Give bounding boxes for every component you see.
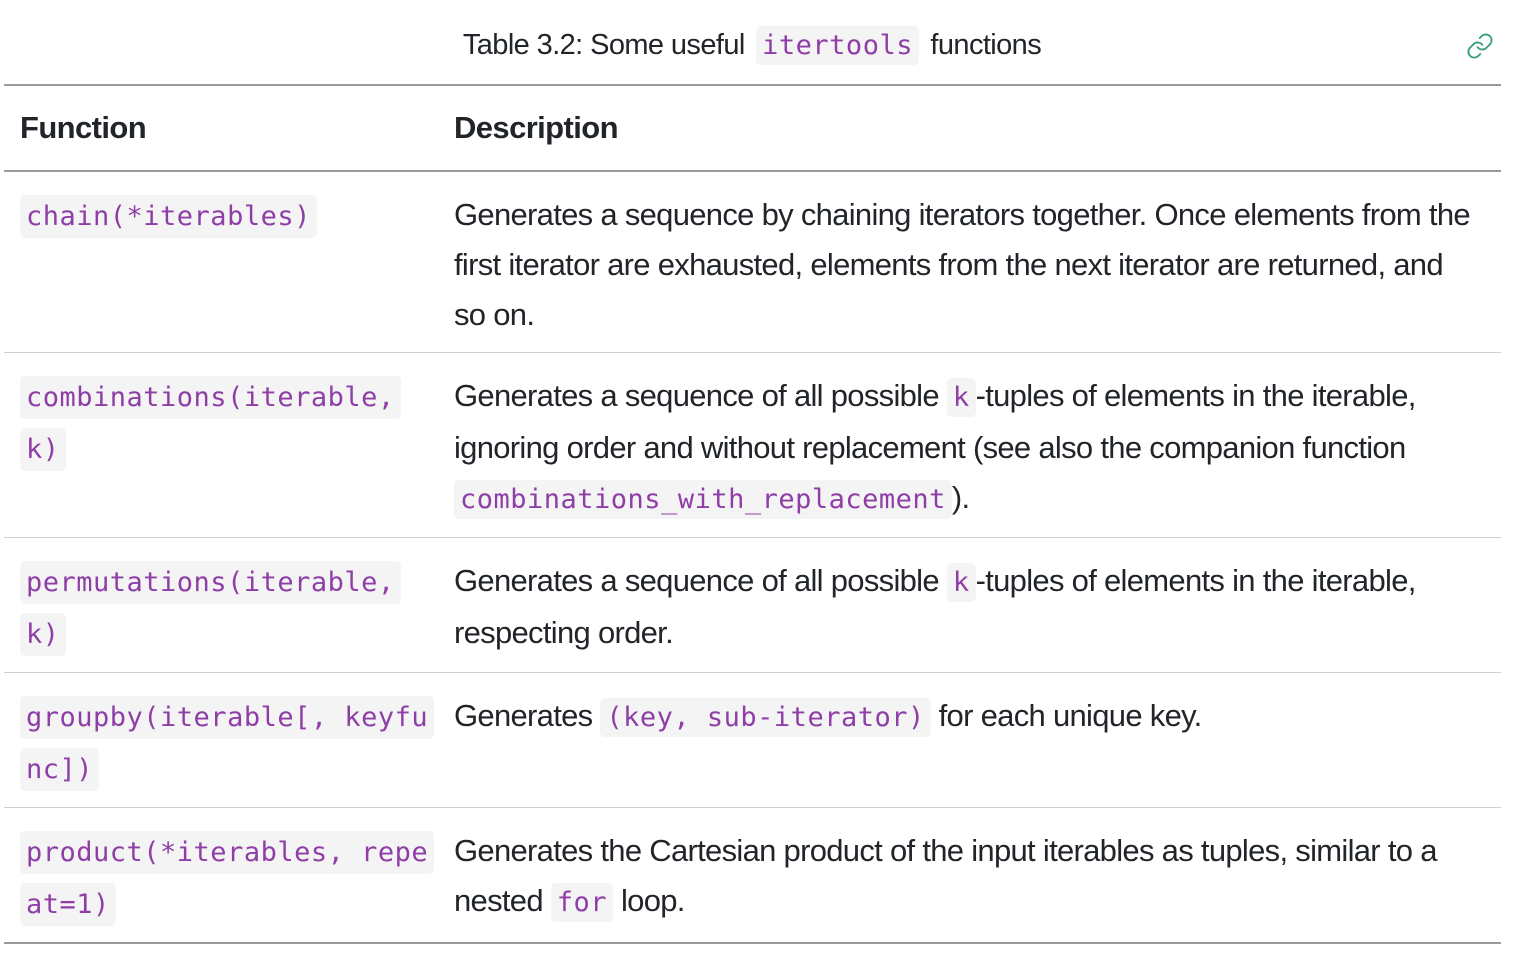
header-description: Description — [454, 110, 619, 145]
function-cell: permutations(iterable, k) — [4, 538, 438, 673]
table-caption: Table 3.2: Some useful itertools functio… — [0, 24, 1504, 67]
description-text: Generates the Cartesian product of the i… — [454, 833, 1437, 918]
function-signature: chain(*iterables) — [20, 195, 317, 238]
table-body: chain(*iterables) Generates a sequence by… — [4, 171, 1501, 943]
description-text: Generates a sequence of all possible — [454, 378, 947, 413]
itertools-table: Function Description chain(*iterables) Ge… — [4, 84, 1501, 944]
inline-code: (key, sub-iterator) — [600, 698, 931, 737]
table-row: permutations(iterable, k) Generates a seq… — [4, 538, 1501, 673]
function-cell: chain(*iterables) — [4, 171, 438, 353]
description-text: ). — [951, 480, 970, 515]
description-cell: Generates the Cartesian product of the i… — [438, 808, 1501, 944]
inline-code: for — [550, 883, 614, 922]
description-cell: Generates (key, sub-iterator) for each u… — [438, 673, 1501, 808]
function-signature: product(*iterables, repeat=1) — [20, 831, 435, 926]
function-cell: combinations(iterable, k) — [4, 353, 438, 538]
description-cell: Generates a sequence of all possible k-t… — [438, 353, 1501, 538]
table-row: combinations(iterable, k) Generates a seq… — [4, 353, 1501, 538]
function-signature: combinations(iterable, k) — [20, 376, 401, 471]
description-text: Generates — [454, 698, 601, 733]
description-text: Generates a sequence by chaining iterato… — [454, 197, 1471, 332]
caption-prefix: Table 3.2: Some useful — [462, 29, 753, 61]
function-cell: product(*iterables, repeat=1) — [4, 808, 438, 944]
function-signature: groupby(iterable[, keyfunc]) — [20, 696, 435, 791]
description-text: for each unique key. — [930, 698, 1203, 733]
table-row: chain(*iterables) Generates a sequence by… — [4, 171, 1501, 353]
description-text: -tuples of elements in the iterable, ign… — [454, 378, 1416, 465]
inline-code: k — [946, 378, 976, 417]
table-row: groupby(iterable[, keyfunc])Generates (k… — [4, 673, 1501, 808]
caption-code: itertools — [756, 26, 919, 65]
inline-code: k — [946, 563, 976, 602]
caption-suffix: functions — [922, 29, 1042, 61]
description-cell: Generates a sequence by chaining iterato… — [438, 171, 1501, 353]
description-text: -tuples of elements in the iterable, res… — [454, 563, 1416, 650]
function-cell: groupby(iterable[, keyfunc]) — [4, 673, 438, 808]
header-function: Function — [20, 110, 147, 145]
description-text: Generates a sequence of all possible — [454, 563, 947, 598]
inline-code: combinations_with_replacement — [454, 480, 952, 519]
link-icon[interactable] — [1466, 32, 1494, 60]
table-row: product(*iterables, repeat=1)Generates t… — [4, 808, 1501, 944]
description-text: loop. — [613, 883, 685, 918]
description-cell: Generates a sequence of all possible k-t… — [438, 538, 1501, 673]
table-header-row: Function Description — [4, 85, 1501, 171]
function-signature: permutations(iterable, k) — [20, 561, 401, 656]
